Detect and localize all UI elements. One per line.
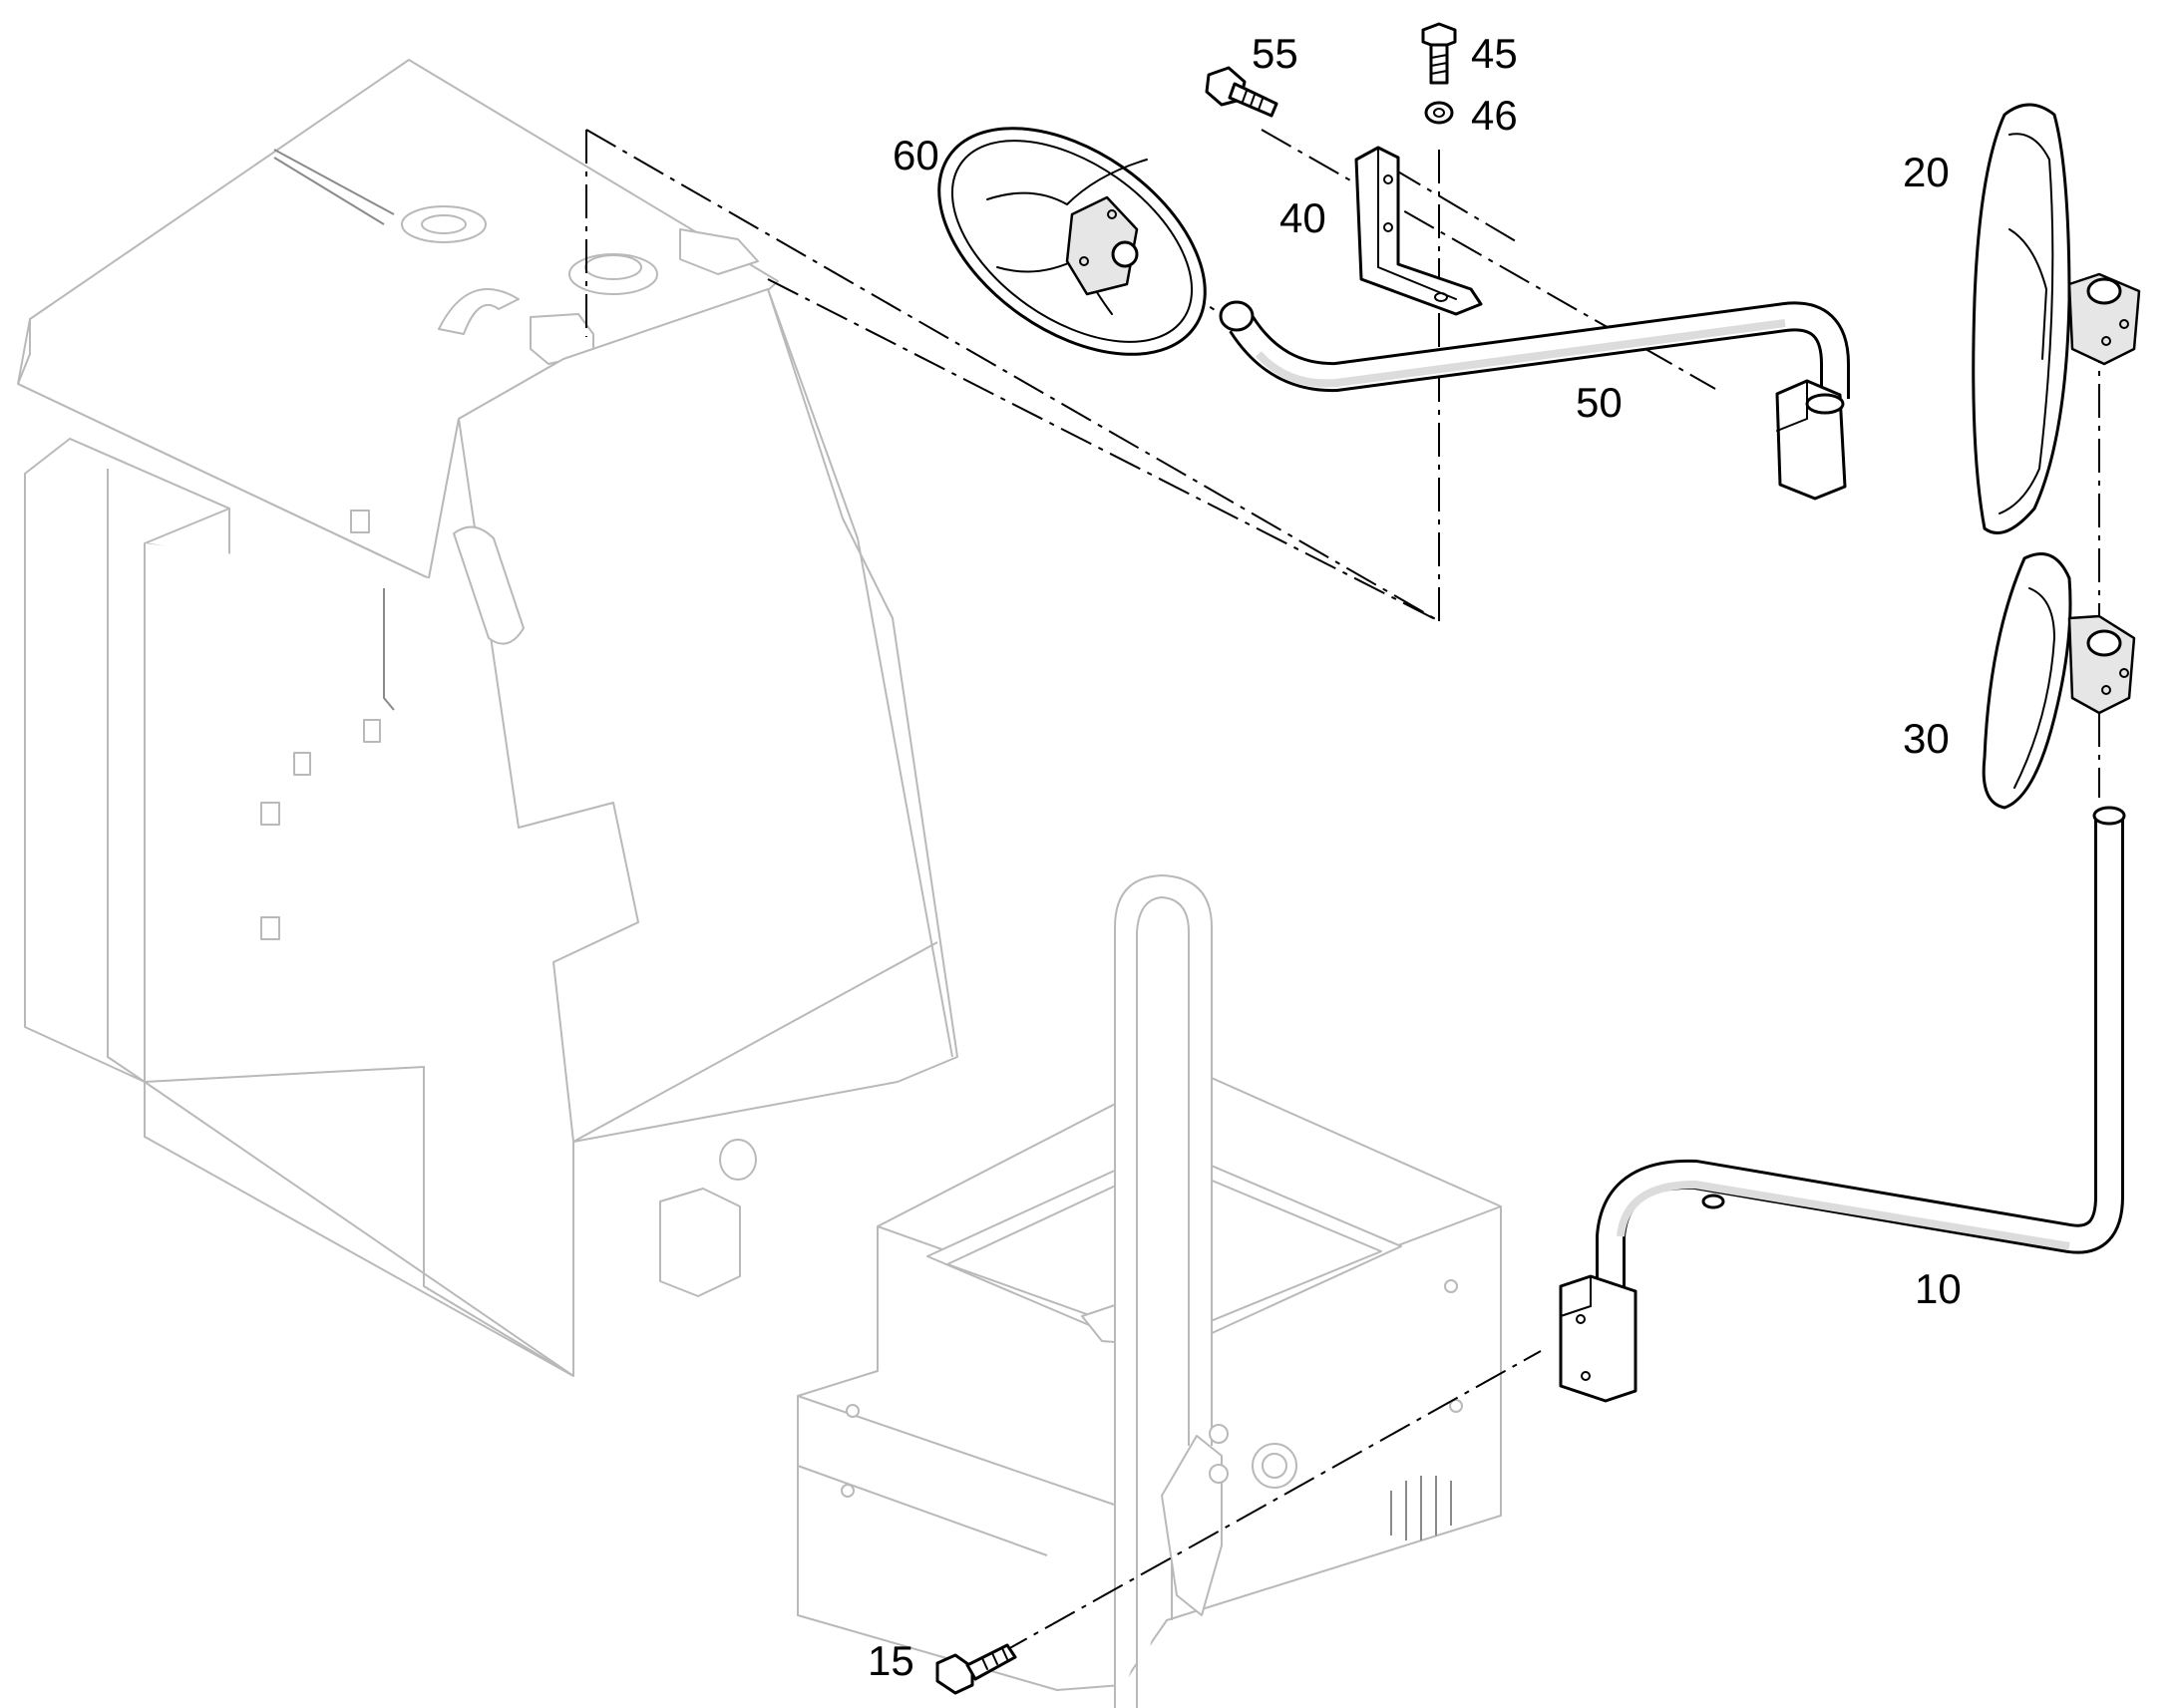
mirror-arm-part-10 [1559, 806, 2126, 1403]
mirror-head-part-60 [937, 127, 1207, 356]
callout-labels: 55 45 46 60 40 50 20 30 10 15 [868, 30, 1962, 1684]
callout-40: 40 [1279, 194, 1326, 241]
callout-10: 10 [1915, 1265, 1962, 1312]
bolt-part-45 [1421, 22, 1457, 85]
bolt-part-15 [935, 1643, 1017, 1695]
callout-15: 15 [868, 1637, 914, 1684]
washer-part-46 [1424, 101, 1454, 125]
callout-50: 50 [1576, 379, 1623, 426]
callout-45: 45 [1471, 30, 1518, 77]
callout-55: 55 [1252, 30, 1298, 77]
mirror-head-part-20 [1972, 103, 2141, 534]
callout-20: 20 [1903, 149, 1950, 195]
callout-30: 30 [1903, 715, 1950, 762]
callout-46: 46 [1471, 92, 1518, 139]
bracket-part-40 [1354, 146, 1483, 316]
cab-enclosure-outline [17, 59, 958, 1377]
bolt-part-55 [1205, 66, 1278, 118]
seat-console-outline [797, 874, 1502, 1708]
mirror-arm-part-50 [1219, 300, 1850, 501]
mirror-head-part-30 [1982, 552, 2136, 810]
callout-60: 60 [893, 132, 939, 178]
